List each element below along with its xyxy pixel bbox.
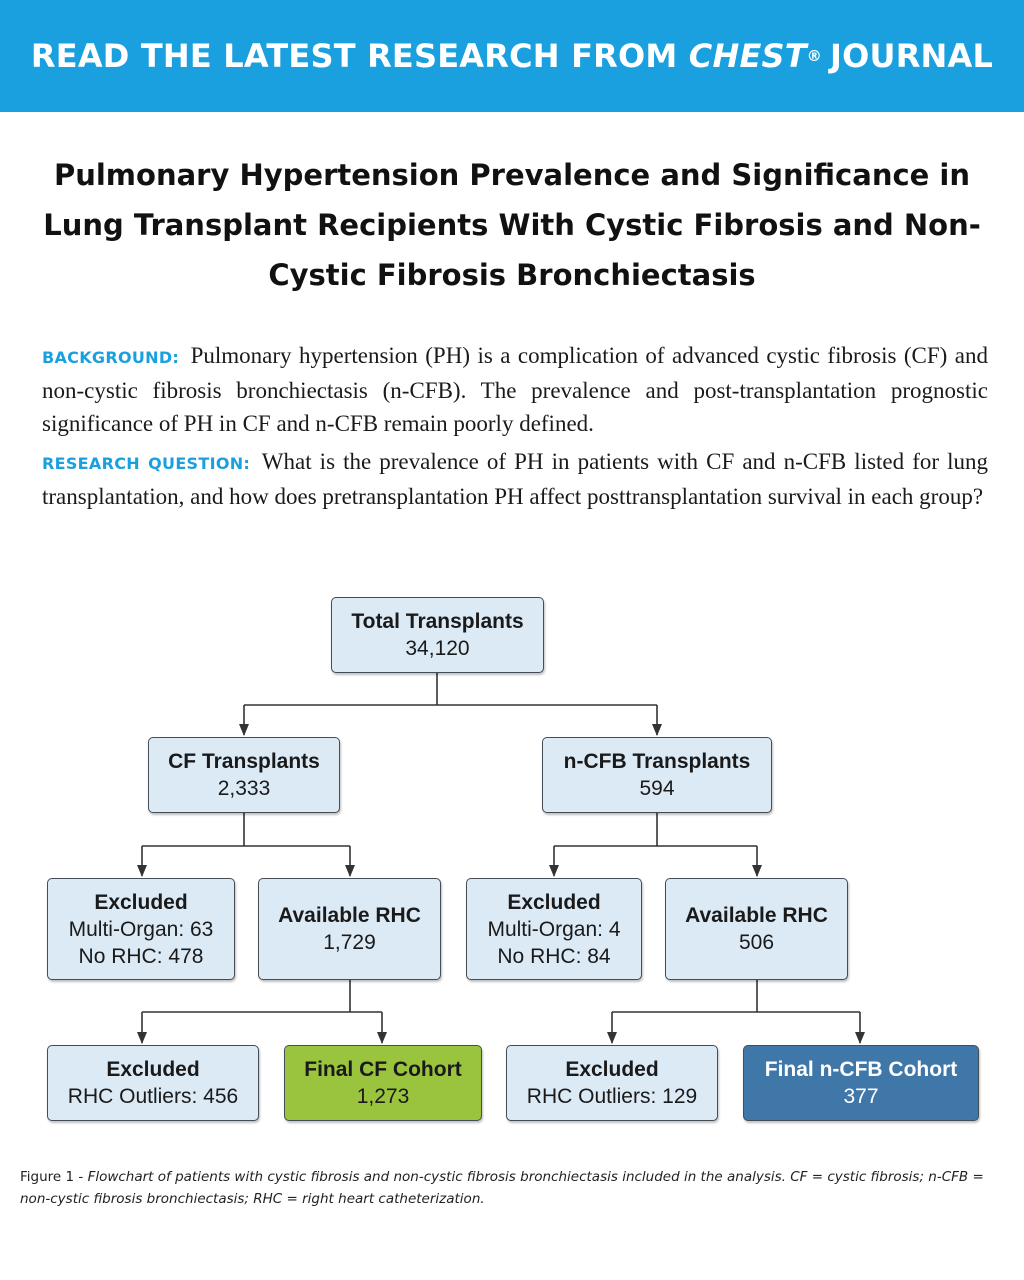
background-text: Pulmonary hypertension (PH) is a complic…	[42, 343, 989, 436]
node-ncfb-transplants: n-CFB Transplants 594	[542, 737, 772, 813]
banner-suffix: JOURNAL	[830, 37, 994, 75]
node-title: Excluded	[106, 1058, 200, 1081]
node-line-multi-organ: Multi-Organ: 63	[68, 917, 214, 941]
article-title: Pulmonary Hypertension Prevalence and Si…	[43, 158, 981, 292]
figure-label: Figure 1 -	[20, 1169, 88, 1185]
node-title: CF Transplants	[168, 750, 320, 773]
node-cf-excluded: Excluded Multi-Organ: 63 No RHC: 478	[47, 878, 235, 980]
node-ncfb-rhc-outliers: Excluded RHC Outliers: 129	[506, 1045, 718, 1121]
banner-brand: CHEST	[688, 37, 807, 75]
node-title: Final CF Cohort	[304, 1058, 462, 1081]
patient-flowchart: Total Transplants 34,120 CF Transplants …	[0, 560, 1024, 1150]
node-value: 506	[738, 931, 775, 954]
node-total-transplants: Total Transplants 34,120	[331, 597, 544, 673]
background-paragraph: BACKGROUND: Pulmonary hypertension (PH) …	[42, 339, 988, 440]
node-title: Total Transplants	[351, 610, 524, 633]
figure-caption-text: Flowchart of patients with cystic fibros…	[20, 1169, 984, 1207]
node-value: 34,120	[405, 637, 470, 660]
node-cf-available-rhc: Available RHC 1,729	[258, 878, 441, 980]
node-title: Excluded	[94, 890, 188, 914]
node-value: RHC Outliers: 129	[526, 1085, 698, 1108]
node-ncfb-excluded: Excluded Multi-Organ: 4 No RHC: 84	[466, 878, 642, 980]
research-question-paragraph: RESEARCH QUESTION: What is the prevalenc…	[42, 445, 988, 513]
research-question-text: What is the prevalence of PH in patients…	[42, 449, 988, 509]
background-label: BACKGROUND:	[42, 348, 180, 367]
node-value: 594	[639, 777, 675, 800]
node-title: Final n-CFB Cohort	[764, 1058, 958, 1081]
node-cf-transplants: CF Transplants 2,333	[148, 737, 340, 813]
node-line-no-rhc: No RHC: 84	[497, 944, 611, 968]
figure-caption: Figure 1 - Flowchart of patients with cy…	[20, 1166, 1010, 1210]
node-title: Excluded	[565, 1058, 659, 1081]
node-title: Available RHC	[278, 904, 421, 927]
node-ncfb-available-rhc: Available RHC 506	[665, 878, 848, 980]
node-value: RHC Outliers: 456	[67, 1085, 239, 1108]
node-title: Available RHC	[685, 904, 828, 927]
node-value: 1,273	[356, 1085, 410, 1108]
node-value: 1,729	[323, 931, 376, 954]
journal-banner: READ THE LATEST RESEARCH FROM CHEST® JOUR…	[0, 0, 1024, 112]
node-title: Excluded	[507, 890, 601, 914]
node-final-ncfb-cohort: Final n-CFB Cohort 377	[743, 1045, 979, 1121]
node-line-multi-organ: Multi-Organ: 4	[487, 917, 621, 941]
research-question-label: RESEARCH QUESTION:	[42, 454, 251, 473]
node-title: n-CFB Transplants	[563, 750, 751, 773]
flowchart-connectors	[137, 673, 865, 1044]
node-final-cf-cohort: Final CF Cohort 1,273	[284, 1045, 482, 1121]
registered-mark: ®	[806, 47, 822, 65]
node-value: 2,333	[217, 777, 271, 800]
node-cf-rhc-outliers: Excluded RHC Outliers: 456	[47, 1045, 259, 1121]
node-line-no-rhc: No RHC: 478	[78, 944, 204, 968]
banner-prefix: READ THE LATEST RESEARCH FROM	[30, 37, 678, 75]
node-value: 377	[843, 1085, 879, 1108]
